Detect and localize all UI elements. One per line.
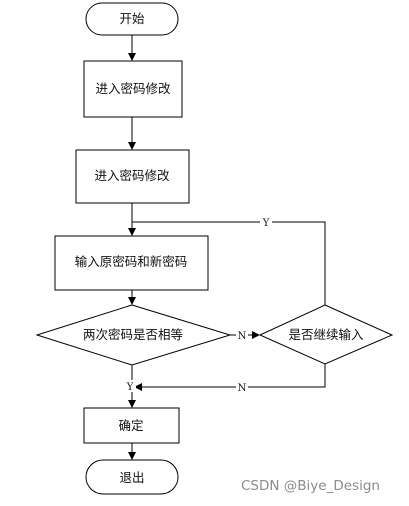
step1-node: 进入密码修改	[83, 60, 183, 118]
step2-node: 进入密码修改	[75, 149, 190, 204]
edge-compare-yes-bg	[124, 380, 136, 392]
edge-compare-no-label: N	[238, 331, 247, 342]
confirm-node: 确定	[83, 407, 180, 444]
edge-compare-yes-label: Y	[126, 382, 134, 393]
edge-continue-yes-label: Y	[262, 218, 270, 229]
exit-node: 退出	[85, 459, 179, 495]
start-label: 开始	[119, 11, 145, 26]
compare-decision: 两次密码是否相等	[35, 304, 232, 366]
exit-label: 退出	[119, 470, 144, 485]
step2-label: 进入密码修改	[94, 168, 170, 183]
step1-label: 进入密码修改	[95, 81, 171, 96]
edge-continue-no-bg	[236, 381, 248, 393]
start-node: 开始	[85, 2, 179, 36]
continue-label: 是否继续输入	[288, 327, 364, 342]
edge-continue-yes-bg	[260, 216, 272, 228]
input-node: 输入原密码和新密码	[54, 235, 209, 291]
edge-continue-loop	[132, 221, 326, 305]
watermark: CSDN @Biye_Design	[241, 478, 380, 494]
continue-decision: 是否继续输入	[258, 304, 394, 365]
input-label: 输入原密码和新密码	[75, 254, 188, 269]
edge-continue-no-label: N	[238, 383, 247, 394]
confirm-label: 确定	[118, 418, 143, 433]
edge-continue-exit	[134, 364, 326, 391]
compare-label: 两次密码是否相等	[83, 327, 183, 342]
edge-compare-no-bg	[236, 329, 248, 341]
